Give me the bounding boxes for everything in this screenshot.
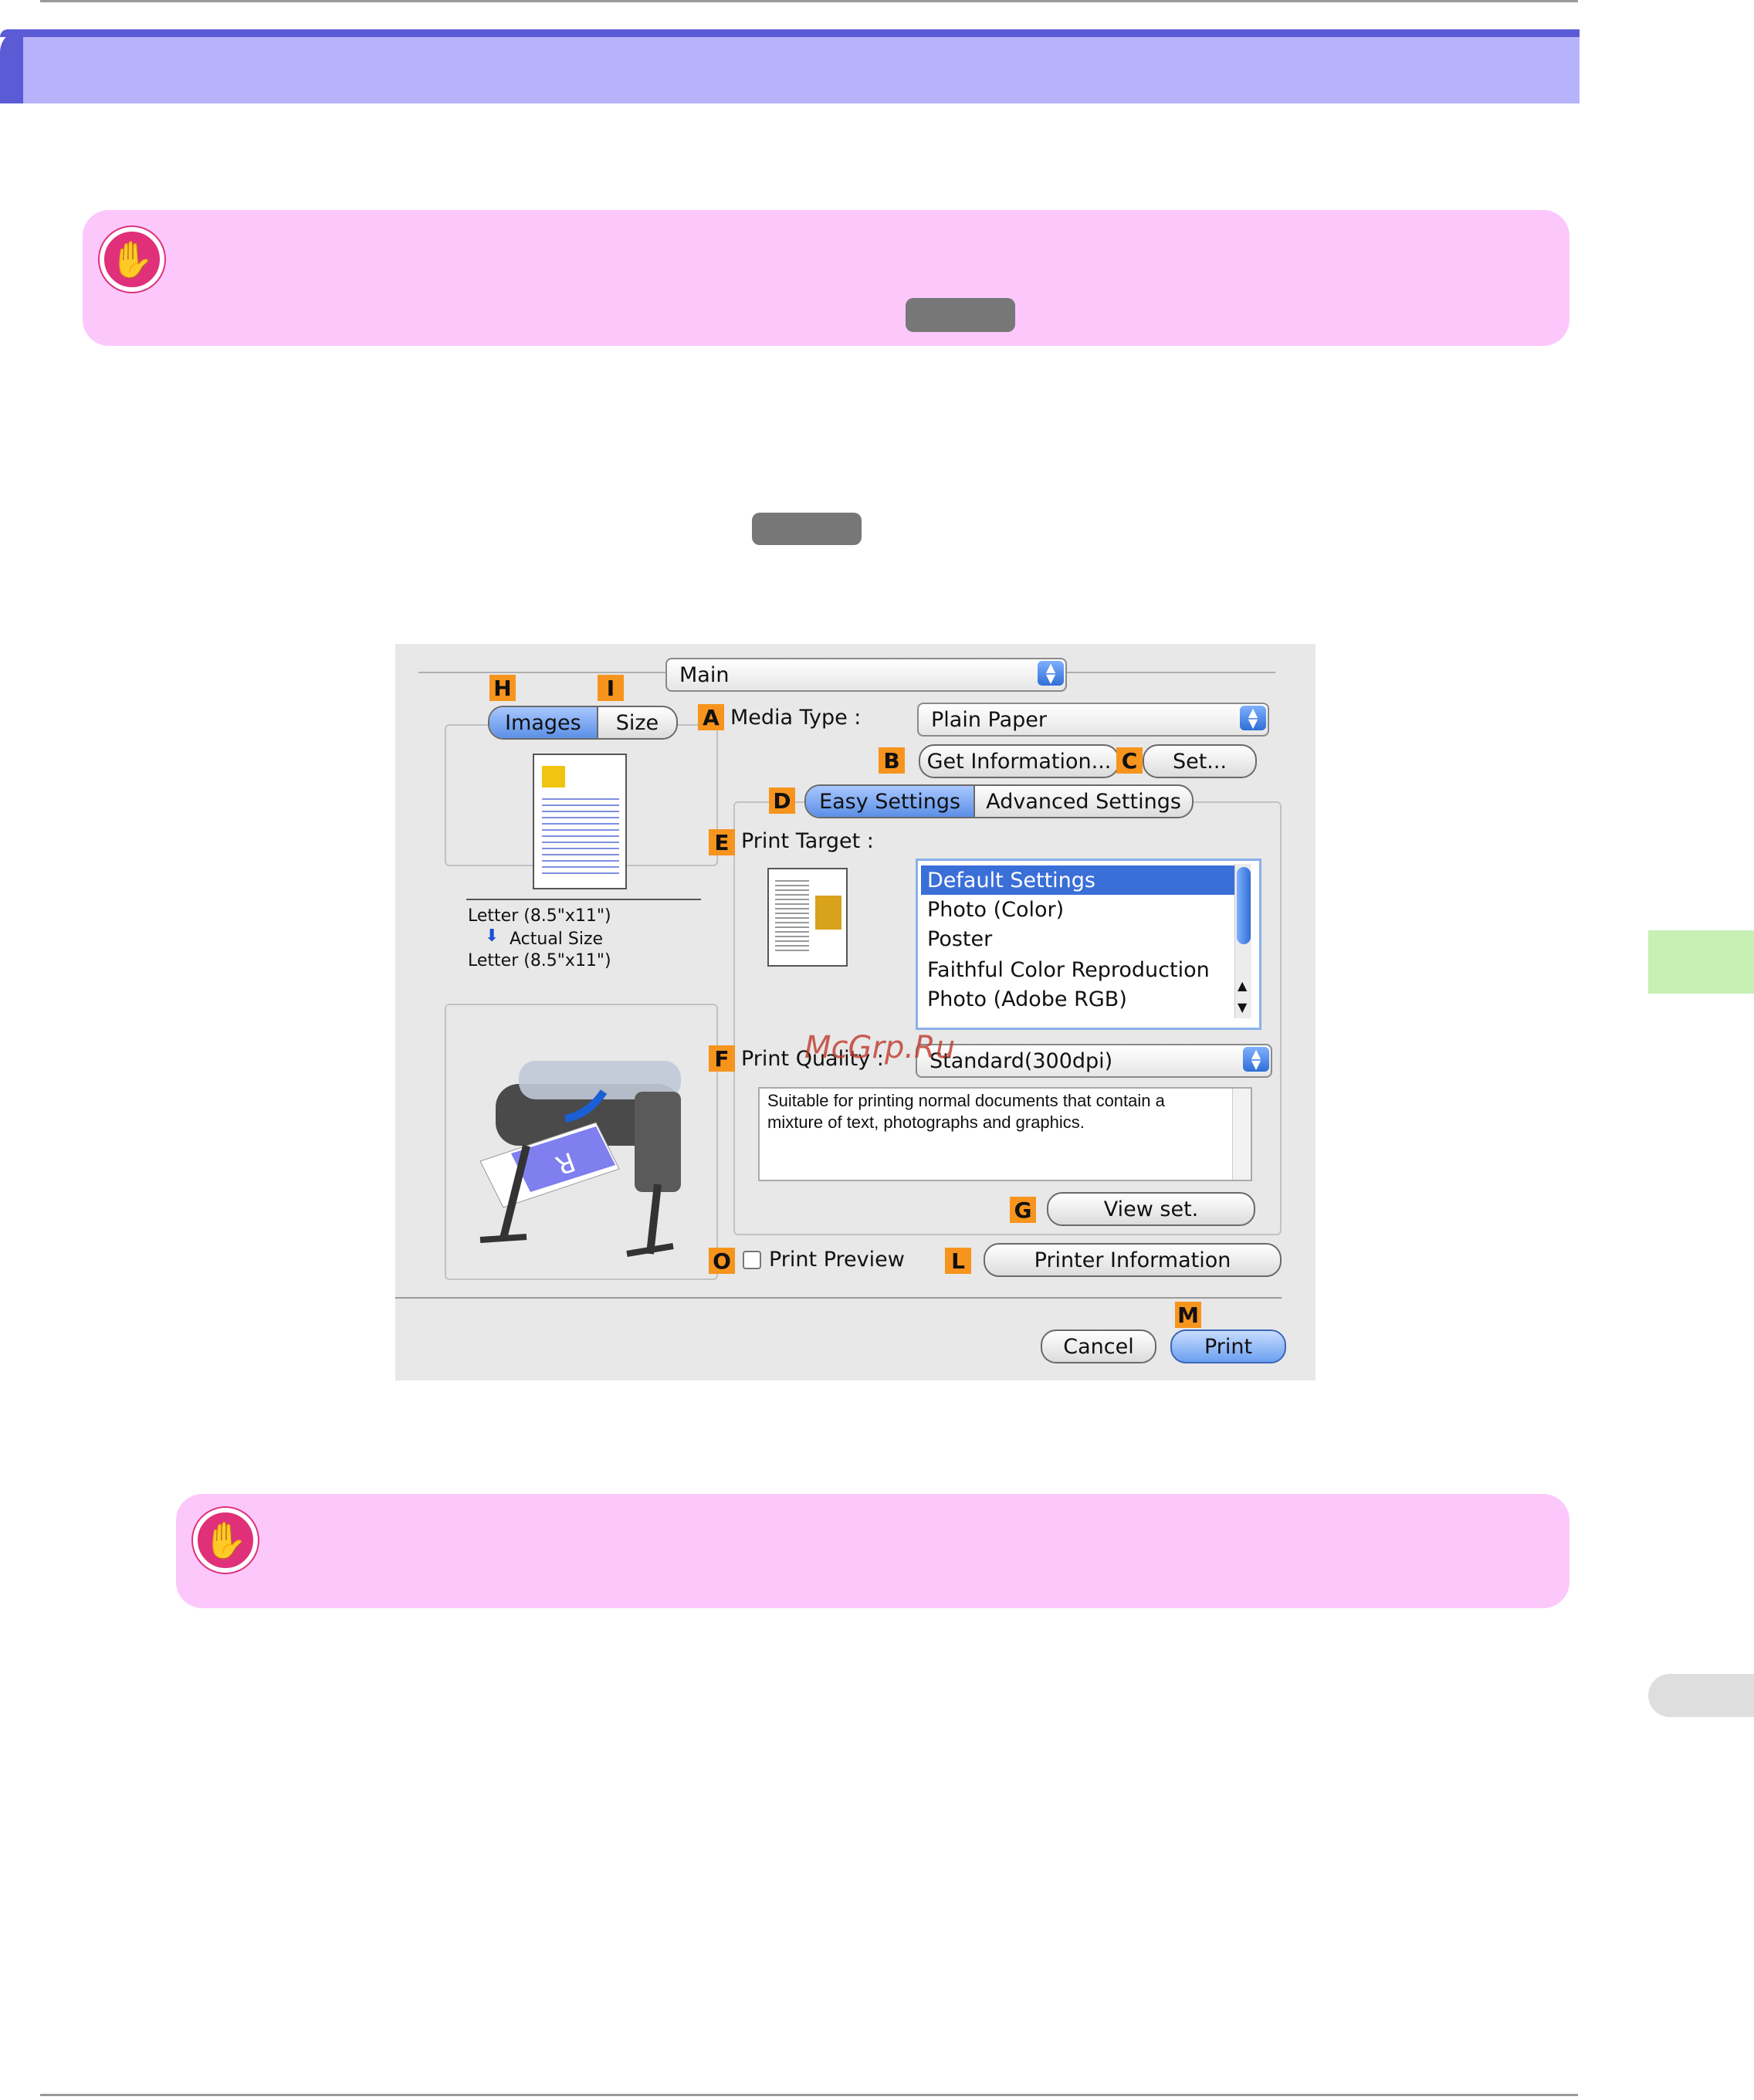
section-banner [0, 29, 1580, 103]
view-set-button[interactable]: View set. [1047, 1192, 1255, 1226]
important-note-2: ✋ [176, 1494, 1569, 1608]
list-item[interactable]: Poster [927, 926, 993, 951]
callout-m: M [1175, 1302, 1201, 1328]
panel-menu-value: Main [679, 662, 730, 687]
media-type-label: Media Type : [730, 706, 862, 730]
print-quality-select[interactable]: Standard(300dpi) ▲▼ [916, 1044, 1272, 1078]
tab-advanced-settings[interactable]: Advanced Settings [974, 786, 1192, 817]
watermark-text: McGrp.Ru [804, 1030, 956, 1065]
updown-arrows-icon: ▲▼ [1240, 706, 1266, 730]
section-banner-edge [0, 29, 23, 103]
printer-image-group [445, 1004, 718, 1280]
reference-tag[interactable] [752, 513, 862, 545]
print-button[interactable]: Print [1170, 1329, 1286, 1363]
large-format-printer-image: R [479, 1061, 681, 1257]
callout-i: I [598, 675, 624, 701]
bottom-rule [40, 2094, 1578, 2096]
preview-divider [466, 899, 701, 900]
top-rule [40, 0, 1578, 2]
printer-information-button[interactable]: Printer Information [984, 1243, 1282, 1277]
callout-a: A [698, 704, 724, 730]
thumbnail-image-icon [542, 766, 565, 788]
callout-e: E [709, 829, 735, 855]
scaling-text: Actual Size [510, 930, 604, 949]
set-button[interactable]: Set... [1143, 744, 1257, 778]
callout-d: D [769, 788, 795, 814]
thumbnail-lines [775, 877, 809, 954]
media-type-value: Plain Paper [931, 707, 1047, 732]
list-scrollbar[interactable]: ▲ ▼ [1234, 864, 1251, 1018]
section-banner-accent [0, 29, 1580, 37]
reference-tag[interactable] [906, 298, 1015, 332]
index-side-tab[interactable] [1648, 1674, 1754, 1717]
description-text: Suitable for printing normal documents t… [767, 1091, 1165, 1132]
print-quality-value: Standard(300dpi) [929, 1048, 1113, 1073]
updown-arrows-icon: ▲▼ [1243, 1047, 1269, 1072]
stop-hand-icon: ✋ [193, 1508, 258, 1573]
cancel-button[interactable]: Cancel [1041, 1329, 1156, 1363]
scroll-down-icon[interactable]: ▼ [1238, 1000, 1248, 1014]
get-information-button[interactable]: Get Information... [919, 744, 1119, 778]
print-target-list: Default Settings Photo (Color) Poster Fa… [916, 859, 1261, 1030]
print-preview-checkbox[interactable] [743, 1251, 761, 1269]
callout-f: F [709, 1045, 735, 1072]
scroll-thumb[interactable] [1237, 867, 1251, 944]
preview-tabs: Images Size [488, 706, 678, 740]
settings-tabs: Easy Settings Advanced Settings [804, 784, 1194, 818]
callout-c: C [1116, 747, 1143, 774]
updown-arrows-icon: ▲▼ [1038, 661, 1064, 686]
callout-l: L [945, 1248, 971, 1274]
printer-driver-dialog: Main ▲▼ H I Images Size Letter (8.5"x11"… [395, 644, 1316, 1380]
callout-g: G [1010, 1197, 1036, 1223]
chapter-side-tab[interactable] [1648, 930, 1754, 994]
description-box: Suitable for printing normal documents t… [758, 1087, 1252, 1181]
page-thumbnail [533, 754, 627, 889]
footer-separator [395, 1297, 1282, 1299]
print-target-label: Print Target : [741, 829, 874, 853]
thumbnail-lines [542, 794, 619, 879]
print-preview-label: Print Preview [769, 1248, 905, 1272]
stop-hand-icon: ✋ [100, 227, 164, 292]
tab-images[interactable]: Images [489, 707, 597, 738]
scroll-up-icon[interactable]: ▲ [1238, 978, 1248, 993]
list-item[interactable]: Faithful Color Reproduction [927, 957, 1210, 982]
important-note-1: ✋ [83, 210, 1569, 346]
thumbnail-photo-icon [815, 896, 841, 930]
list-item[interactable]: Default Settings [921, 865, 1236, 895]
print-quality-label: Print Quality : [741, 1047, 884, 1071]
paper-size-from: Letter (8.5"x11") [468, 906, 611, 926]
callout-b: B [879, 747, 905, 774]
list-item[interactable]: Photo (Color) [927, 897, 1065, 922]
callout-h: H [489, 675, 516, 701]
print-target-thumbnail [767, 868, 848, 967]
list-item[interactable]: Photo (Adobe RGB) [927, 987, 1127, 1011]
tab-easy-settings[interactable]: Easy Settings [806, 786, 974, 817]
callout-o: O [709, 1248, 735, 1274]
down-arrow-icon: ⬇ [485, 926, 499, 946]
tab-size[interactable]: Size [596, 707, 676, 738]
paper-size-to: Letter (8.5"x11") [468, 951, 611, 970]
media-type-select[interactable]: Plain Paper ▲▼ [917, 703, 1269, 737]
description-scrollbar[interactable] [1232, 1089, 1251, 1180]
panel-menu-select[interactable]: Main ▲▼ [665, 658, 1067, 692]
